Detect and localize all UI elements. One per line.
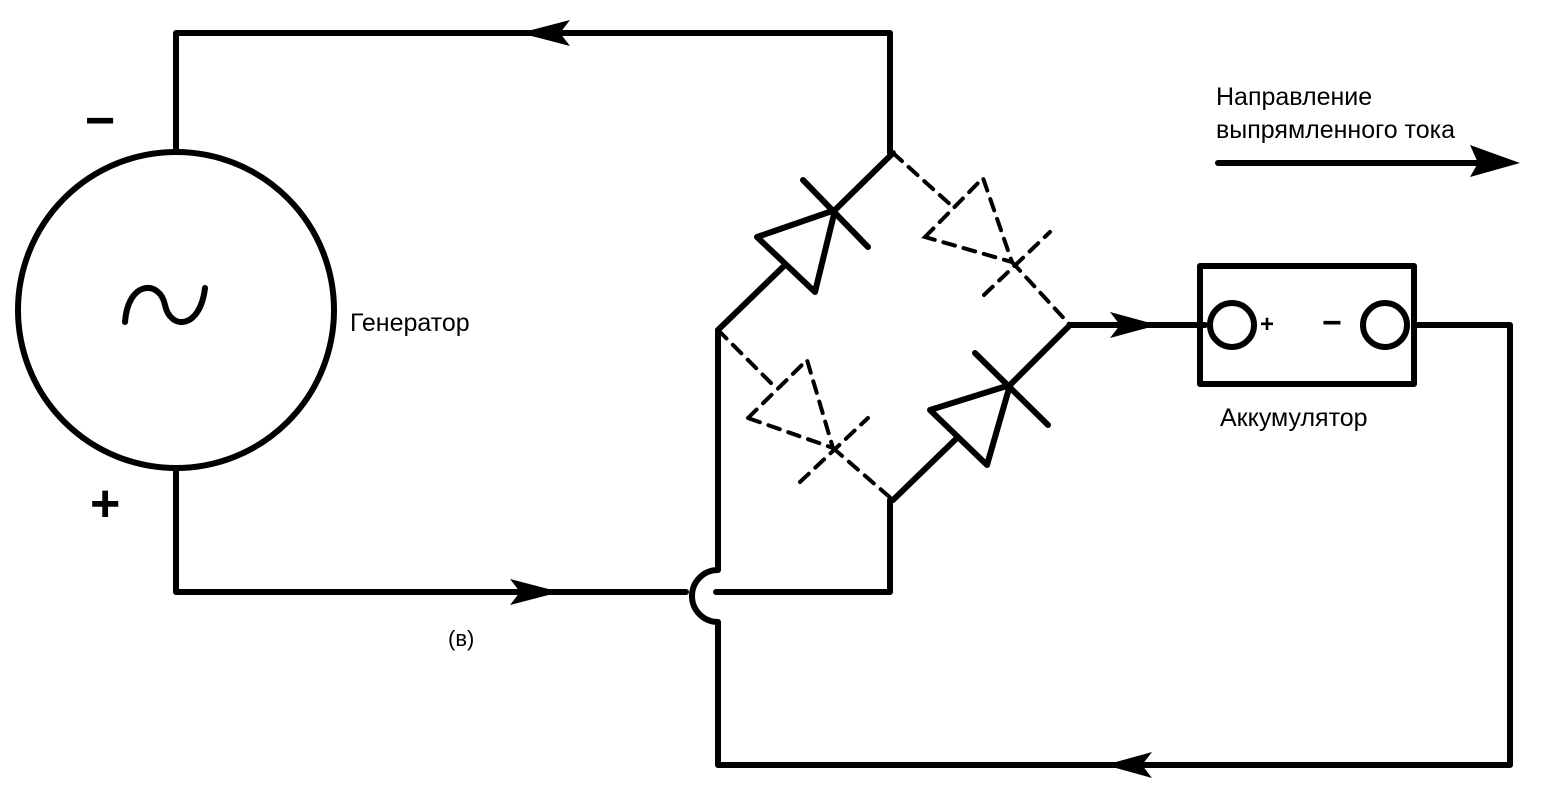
diode-blocked-upper	[891, 151, 1072, 327]
generator-plus-sign: +	[90, 475, 121, 533]
direction-label-line1: Направление	[1216, 83, 1373, 111]
diode-conducting-lower	[890, 322, 1073, 503]
wire-return	[689, 322, 1513, 768]
wire-bridge-input	[713, 497, 893, 595]
direction-label-line2: выпрямленного тока	[1216, 116, 1456, 144]
arrow-right-icon	[510, 579, 560, 605]
generator-label: Генератор	[350, 309, 470, 337]
battery-minus-sign: −	[1322, 304, 1342, 342]
battery-plus-sign: +	[1260, 311, 1275, 338]
battery-terminal-plus	[1207, 300, 1257, 350]
arrow-right-icon	[1110, 312, 1158, 338]
wire-generator-plus	[173, 465, 689, 595]
figure-label: (в)	[448, 626, 475, 651]
diode-blocked-lower	[716, 328, 895, 502]
sine-wave-icon	[122, 285, 208, 325]
arrow-left-icon	[1105, 752, 1152, 778]
battery-terminal-minus	[1360, 300, 1410, 350]
arrow-left-icon	[520, 20, 570, 46]
battery-box	[1197, 263, 1417, 387]
diode-conducting-upper	[715, 150, 896, 333]
battery-label: Аккумулятор	[1220, 404, 1368, 432]
generator-minus-sign: −	[85, 92, 116, 150]
direction-arrow-icon	[1470, 145, 1520, 177]
wire-top	[173, 30, 893, 156]
generator-circle	[15, 149, 337, 471]
